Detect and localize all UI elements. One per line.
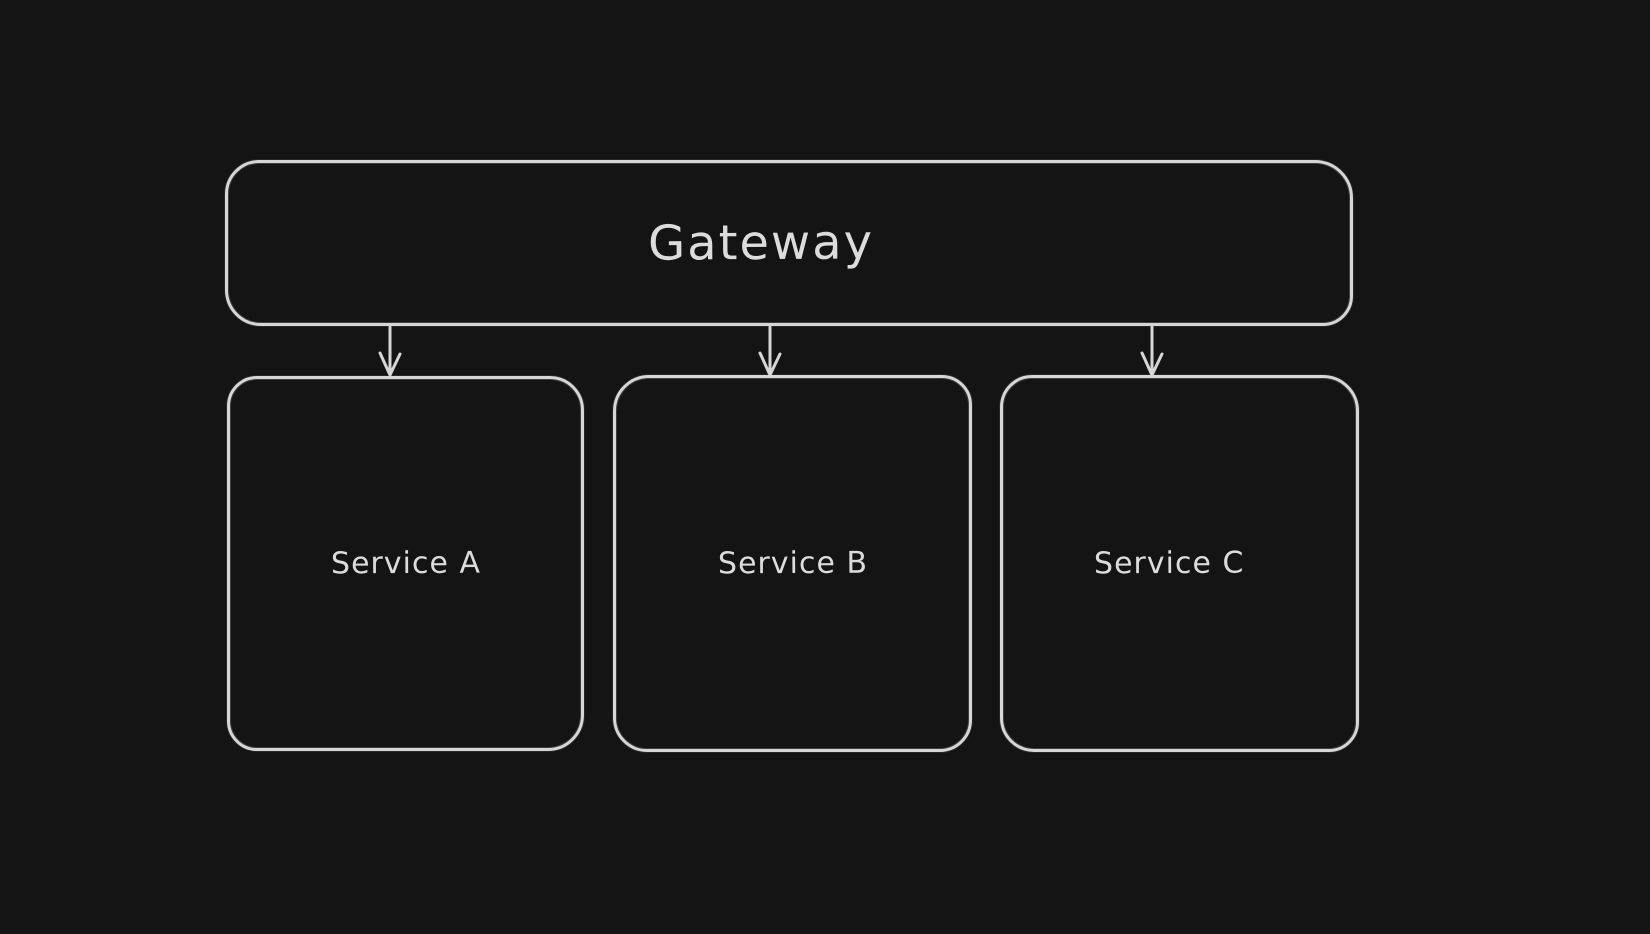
edge-arrow-gateway-to-service-c bbox=[1140, 325, 1164, 377]
edge-arrow-gateway-to-service-a bbox=[378, 325, 402, 377]
node-service-c-label: Service C bbox=[1094, 545, 1245, 582]
node-service-a-label: Service A bbox=[330, 545, 481, 582]
node-gateway-label: Gateway bbox=[647, 214, 875, 272]
node-service-a: Service A bbox=[227, 376, 584, 751]
node-service-b: Service B bbox=[613, 375, 972, 752]
node-service-c: Service C bbox=[1000, 375, 1359, 752]
node-gateway: Gateway bbox=[225, 160, 1353, 326]
edge-arrow-gateway-to-service-b bbox=[758, 325, 782, 377]
node-service-b-label: Service B bbox=[717, 545, 868, 582]
